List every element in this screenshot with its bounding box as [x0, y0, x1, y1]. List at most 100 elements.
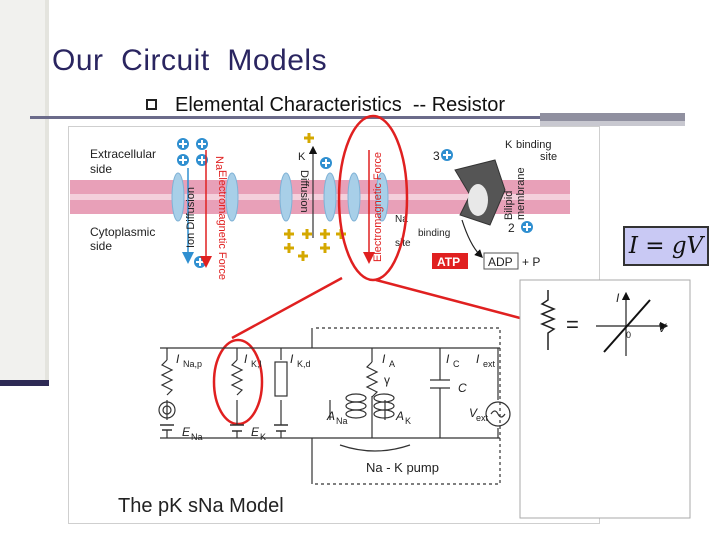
membrane-core [70, 194, 570, 200]
ion-channel [225, 172, 239, 222]
current-source-icon [158, 401, 176, 419]
v-ext-label: V [469, 406, 478, 420]
iv-graph: = I V 0 [519, 279, 691, 519]
pump-cavity [468, 184, 488, 216]
iv-i-label: I [616, 291, 620, 305]
bilipid-label: Bilipid [503, 191, 515, 220]
pump-label: Na - K pump [366, 460, 439, 475]
bilipid-label: membrane [515, 167, 527, 220]
ion-diffusion-label: Ion Diffusion [185, 187, 197, 248]
title-rule-accent-lower [540, 121, 685, 126]
ion-channel [279, 172, 293, 222]
a-na-sub: Na [336, 416, 348, 426]
k-binding-site-label: site [540, 151, 557, 163]
model-name-label: The pK sNa Model [118, 495, 284, 517]
e-na-label: E [182, 425, 191, 439]
slide-title: Our Circuit Models [52, 44, 328, 77]
na-binding-site-label: Na [395, 214, 408, 225]
i-na-p-label: I [176, 352, 180, 366]
circuit-diagram [158, 327, 511, 485]
a-na-label: A [326, 409, 335, 423]
k-ion-label: K [298, 151, 306, 163]
iv-line [603, 299, 651, 353]
i-ext-label: I [476, 352, 480, 366]
membrane-outer-layer [70, 180, 570, 194]
pi-label: + P [522, 255, 540, 269]
ion-channel [171, 172, 185, 222]
atp-arrow [461, 219, 483, 258]
k-binding-site-label: binding [516, 139, 551, 151]
title-rule-accent [540, 113, 685, 121]
e-na-sub: Na [191, 432, 203, 442]
adp-label: ADP [488, 255, 513, 269]
k-em-force-label: Electromagnetic Force [372, 152, 384, 262]
formula-box: I = gV [623, 226, 709, 266]
i-a-sub: A [389, 359, 395, 369]
i-c-sub: C [453, 359, 460, 369]
k-binding-site-label: K [505, 139, 513, 151]
zoom-line-right [375, 278, 521, 320]
cytoplasmic-label: side [90, 239, 112, 253]
slide-left-bar [0, 0, 47, 385]
e-k-label: E [251, 425, 260, 439]
i-k-d-sub: K,d [297, 359, 311, 369]
circuit-dashed-box [315, 327, 501, 485]
capacitor [430, 379, 450, 389]
i-k-l-label: I [244, 352, 248, 366]
na-binding-site-label: site [395, 238, 411, 249]
iv-graph-frame [519, 279, 691, 519]
na-em-force-label: Electromagnetic Force [216, 170, 228, 280]
e-k-sub: K [260, 432, 266, 442]
ion-channel [323, 172, 337, 222]
iv-equals: = [566, 312, 579, 337]
cytoplasmic-label: Cytoplasmic [90, 225, 155, 239]
extracellular-label: side [90, 162, 112, 176]
adp-badge [483, 252, 519, 270]
circuit-labels: I Na,p I K,l I K,d I A γ I C I ext C V e… [176, 352, 496, 475]
ion-channel [375, 172, 389, 222]
k-leak-highlight [212, 338, 264, 426]
pump-brace [339, 444, 411, 452]
a-k-label: A [395, 409, 404, 423]
ion-channel [347, 172, 361, 222]
i-na-p-sub: Na,p [183, 359, 202, 369]
capacitor-label: C [458, 381, 467, 395]
pump-count-2: 2 [508, 221, 515, 235]
voltage-source-icon [485, 401, 511, 427]
gamma-label: γ [384, 373, 390, 387]
zoom-line-left [231, 276, 343, 340]
iv-origin-label: 0 [626, 330, 631, 340]
i-ext-sub: ext [483, 359, 496, 369]
i-k-l-sub: K,l [251, 359, 262, 369]
pump-count-3: 3 [433, 149, 440, 163]
battery-k [230, 424, 244, 432]
slide-left-bar-edge [45, 0, 49, 385]
battery-na [160, 424, 174, 431]
i-c-label: I [446, 352, 450, 366]
a-k-sub: K [405, 416, 411, 426]
k-channel-highlight [337, 114, 409, 282]
na-binding-site-label: binding [418, 228, 450, 239]
bullet-text: Elemental Characteristics -- Resistor [175, 94, 506, 116]
i-a-label: I [382, 352, 386, 366]
k-diffusion-label: Diffusion [298, 170, 310, 213]
na-ion-label: Na [213, 156, 225, 171]
iv-v-label: V [658, 321, 667, 335]
slide-left-bar-accent [0, 380, 49, 386]
resistor-a [365, 361, 379, 398]
v-ext-sub: ext [476, 413, 489, 423]
extracellular-label: Extracellular [90, 147, 156, 161]
title-rule [30, 116, 540, 119]
membrane-inner-layer [70, 200, 570, 214]
atp-badge [432, 253, 468, 269]
resistor-na-p [160, 359, 174, 396]
k-ion-icon [284, 133, 346, 261]
resistor-k-l [230, 359, 244, 396]
resistor-k-d [274, 361, 288, 397]
membrane-diagram: Extracellular side Cytoplasmic side Na E… [70, 133, 570, 280]
atp-label: ATP [437, 255, 460, 269]
resistor-symbol-icon [540, 290, 556, 350]
bullet-checkbox-icon [146, 99, 157, 110]
i-k-d-label: I [290, 352, 294, 366]
